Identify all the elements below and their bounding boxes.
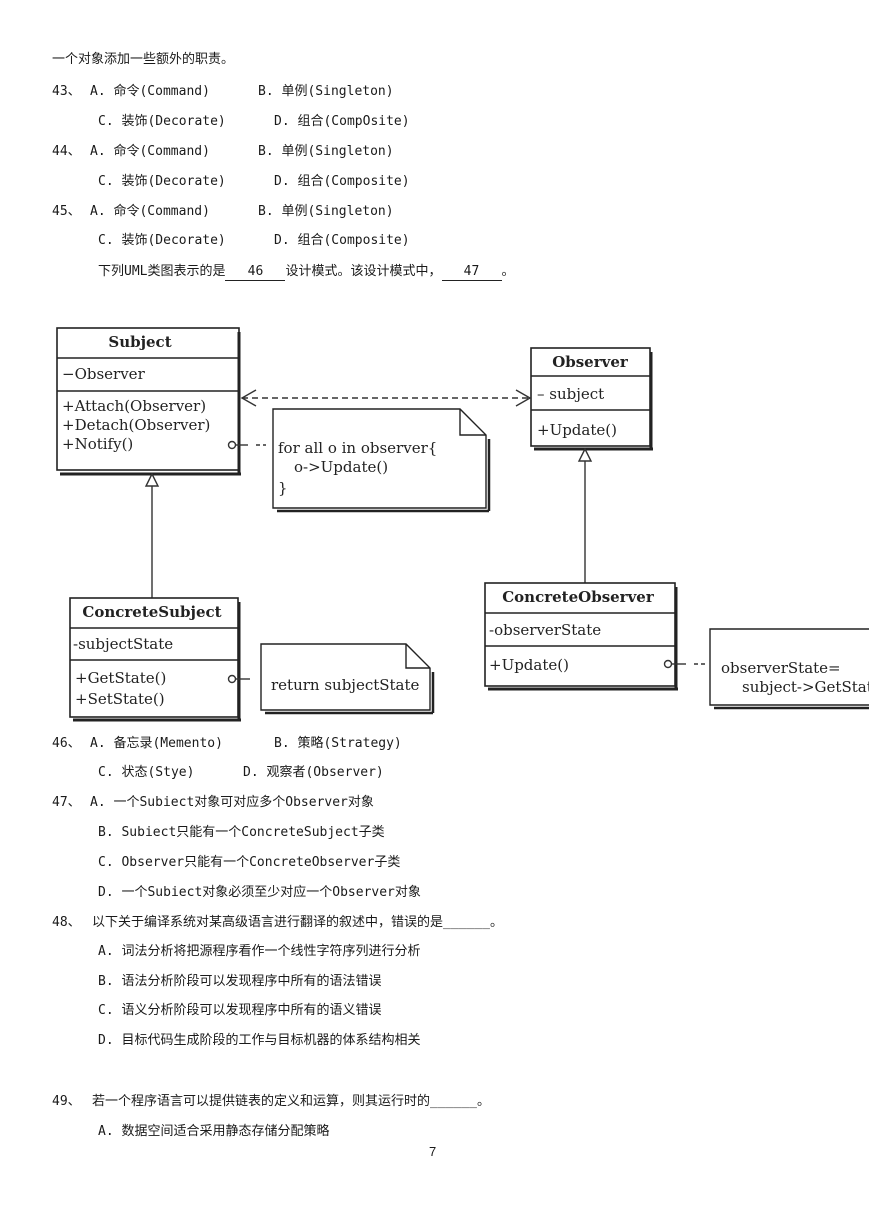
- concrete-subject-attribute: -subjectState: [73, 635, 173, 653]
- q47-option-a: A. 一个Subiect对象可对应多个Observer对象: [90, 795, 374, 810]
- uml-class-diagram: Subject −Observer +Attach(Observer) +Det…: [56, 327, 869, 722]
- observer-class: Observer – subject +Update(): [530, 347, 653, 451]
- subject-class-name: Subject: [108, 333, 171, 351]
- q45-option-b: B. 单例(Singleton): [258, 204, 394, 219]
- q44-option-c: C. 装饰(Decorate): [98, 174, 226, 189]
- notify-note: for all o in observer{ o->Update() }: [272, 408, 491, 513]
- update-note-connector: [663, 659, 706, 669]
- observer-op-update: +Update(): [537, 421, 617, 439]
- note-update-line1: observerState=: [721, 659, 841, 677]
- q44-option-b: B. 单例(Singleton): [258, 144, 394, 159]
- q45-option-a: A. 命令(Command): [90, 204, 210, 219]
- concrete-subject-class-name: ConcreteSubject: [82, 603, 221, 621]
- q48-option-d: D. 目标代码生成阶段的工作与目标机器的体系结构相关: [98, 1033, 421, 1048]
- q48-option-b: B. 语法分析阶段可以发现程序中所有的语法错误: [98, 974, 382, 989]
- observer-attribute: – subject: [537, 385, 604, 403]
- getstate-note-connector: [227, 674, 250, 684]
- q49-number: 49、: [52, 1094, 81, 1109]
- generalization-observer: [577, 447, 593, 583]
- notify-note-connector: [227, 440, 266, 450]
- association-arrow: [240, 389, 532, 407]
- subject-class: Subject −Observer +Attach(Observer) +Det…: [56, 327, 241, 476]
- update-note: observerState= subject->GetState: [709, 628, 869, 710]
- q49-option-a: A. 数据空间适合采用静态存储分配策略: [98, 1124, 330, 1139]
- q44-option-d: D. 组合(Composite): [274, 174, 410, 189]
- uml-question-part3: 。: [501, 264, 515, 279]
- q44-option-a: A. 命令(Command): [90, 144, 210, 159]
- concrete-subject-op-getstate: +GetState(): [75, 669, 166, 687]
- note-notify-line2: o->Update(): [294, 458, 388, 476]
- uml-question-part1: 下列UML类图表示的是: [98, 264, 226, 279]
- q45-option-d: D. 组合(Composite): [274, 233, 410, 248]
- q45-number: 45、: [52, 204, 81, 219]
- page-number: 7: [429, 1144, 437, 1159]
- concrete-observer-class-name: ConcreteObserver: [502, 588, 655, 606]
- observer-class-name: Observer: [552, 353, 629, 371]
- uml-question-part2: 设计模式。该设计模式中，: [285, 264, 442, 279]
- q48-stem: 以下关于编译系统对某高级语言进行翻译的叙述中，错误的是______。: [92, 915, 503, 930]
- q49-stem: 若一个程序语言可以提供链表的定义和运算，则其运行时的______。: [92, 1094, 490, 1109]
- subject-op-attach: +Attach(Observer): [62, 397, 206, 415]
- answer-blank-46: 46: [225, 264, 286, 281]
- q43-option-b: B. 单例(Singleton): [258, 84, 394, 99]
- q48-option-c: C. 语义分析阶段可以发现程序中所有的语义错误: [98, 1003, 382, 1018]
- q43-option-a: A. 命令(Command): [90, 84, 210, 99]
- intro-text: 一个对象添加一些额外的职责。: [52, 52, 235, 67]
- concrete-observer-op-update: +Update(): [489, 656, 569, 674]
- q47-option-b: B. Subiect只能有一个ConcreteSubject子类: [98, 825, 385, 840]
- q45-option-c: C. 装饰(Decorate): [98, 233, 226, 248]
- q48-number: 48、: [52, 915, 81, 930]
- q47-number: 47、: [52, 795, 81, 810]
- q46-option-b: B. 策略(Strategy): [274, 736, 402, 751]
- concrete-observer-attribute: -observerState: [489, 621, 601, 639]
- q48-option-a: A. 词法分析将把源程序看作一个线性字符序列进行分析: [98, 944, 421, 959]
- q43-number: 43、: [52, 84, 81, 99]
- answer-blank-47: 47: [441, 264, 502, 281]
- q44-number: 44、: [52, 144, 81, 159]
- subject-op-notify: +Notify(): [62, 435, 133, 453]
- q46-number: 46、: [52, 736, 81, 751]
- subject-op-detach: +Detach(Observer): [62, 416, 210, 434]
- q46-option-d: D. 观察者(Observer): [243, 765, 384, 780]
- note-getstate-text: return subjectState: [271, 676, 420, 694]
- q43-option-c: C. 装饰(Decorate): [98, 114, 226, 129]
- generalization-subject: [144, 472, 160, 598]
- subject-attribute: −Observer: [62, 365, 146, 383]
- note-update-line2: subject->GetState: [742, 678, 869, 696]
- concrete-subject-op-setstate: +SetState(): [75, 690, 165, 708]
- note-notify-line1: for all o in observer{: [278, 439, 437, 457]
- q47-option-c: C. Observer只能有一个ConcreteObserver子类: [98, 855, 401, 870]
- q43-option-d: D. 组合(CompOsite): [274, 114, 410, 129]
- q46-option-a: A. 备忘录(Memento): [90, 736, 223, 751]
- concrete-observer-class: ConcreteObserver -observerState +Update(…: [484, 582, 678, 691]
- concrete-subject-class: ConcreteSubject -subjectState +GetState(…: [69, 597, 241, 722]
- q47-option-d: D. 一个Subiect对象必须至少对应一个Observer对象: [98, 885, 421, 900]
- getstate-note: return subjectState: [260, 643, 435, 715]
- q46-option-c: C. 状态(Stye): [98, 765, 195, 780]
- note-notify-line3: }: [278, 479, 288, 497]
